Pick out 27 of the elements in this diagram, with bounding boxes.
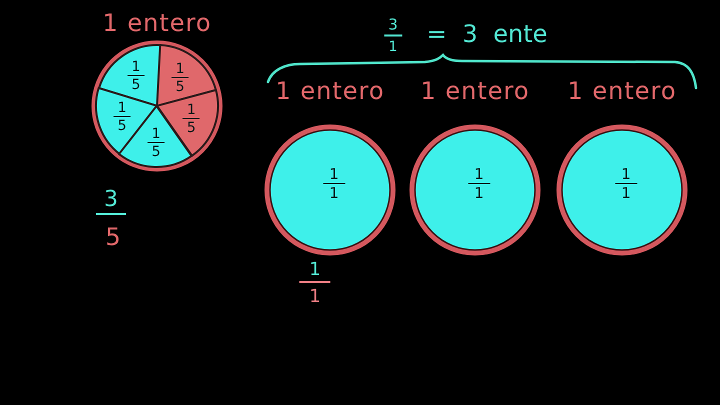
fraction-numerator: 3 <box>384 18 402 36</box>
handwritten-label: 1 entero <box>420 79 530 103</box>
fraction-denominator: 5 <box>152 142 160 159</box>
fraction-denominator: 5 <box>118 116 127 133</box>
fraction-numerator: 1 <box>172 62 188 78</box>
fraction-denominator: 5 <box>105 225 121 249</box>
equation-text: = 3 ente <box>426 22 548 46</box>
fraction-numerator: 1 <box>615 167 637 184</box>
fraction-denominator: 1 <box>309 288 321 306</box>
fraction-numerator: 1 <box>114 100 131 117</box>
fraction-denominator: 1 <box>621 184 631 201</box>
fraction-denominator: 1 <box>388 40 398 54</box>
fraction-numerator: 1 <box>148 126 164 143</box>
fraction-numerator: 1 <box>299 261 331 283</box>
fraction-numerator: 1 <box>182 102 200 118</box>
fraction-denominator: 5 <box>176 78 184 94</box>
fraction-numerator: 1 <box>468 167 490 184</box>
handwritten-label: 1 entero <box>567 79 677 103</box>
fraction-denominator: 1 <box>474 184 484 201</box>
handwritten-label: 1 entero <box>102 11 212 35</box>
fraction-numerator: 3 <box>96 189 126 215</box>
handwritten-label: 1 entero <box>275 79 385 103</box>
fraction-denominator: 1 <box>329 184 339 201</box>
fraction-denominator: 5 <box>186 118 196 134</box>
fraction-numerator: 1 <box>128 60 144 76</box>
fraction-denominator: 5 <box>132 76 140 92</box>
fraction-numerator: 1 <box>323 167 345 184</box>
